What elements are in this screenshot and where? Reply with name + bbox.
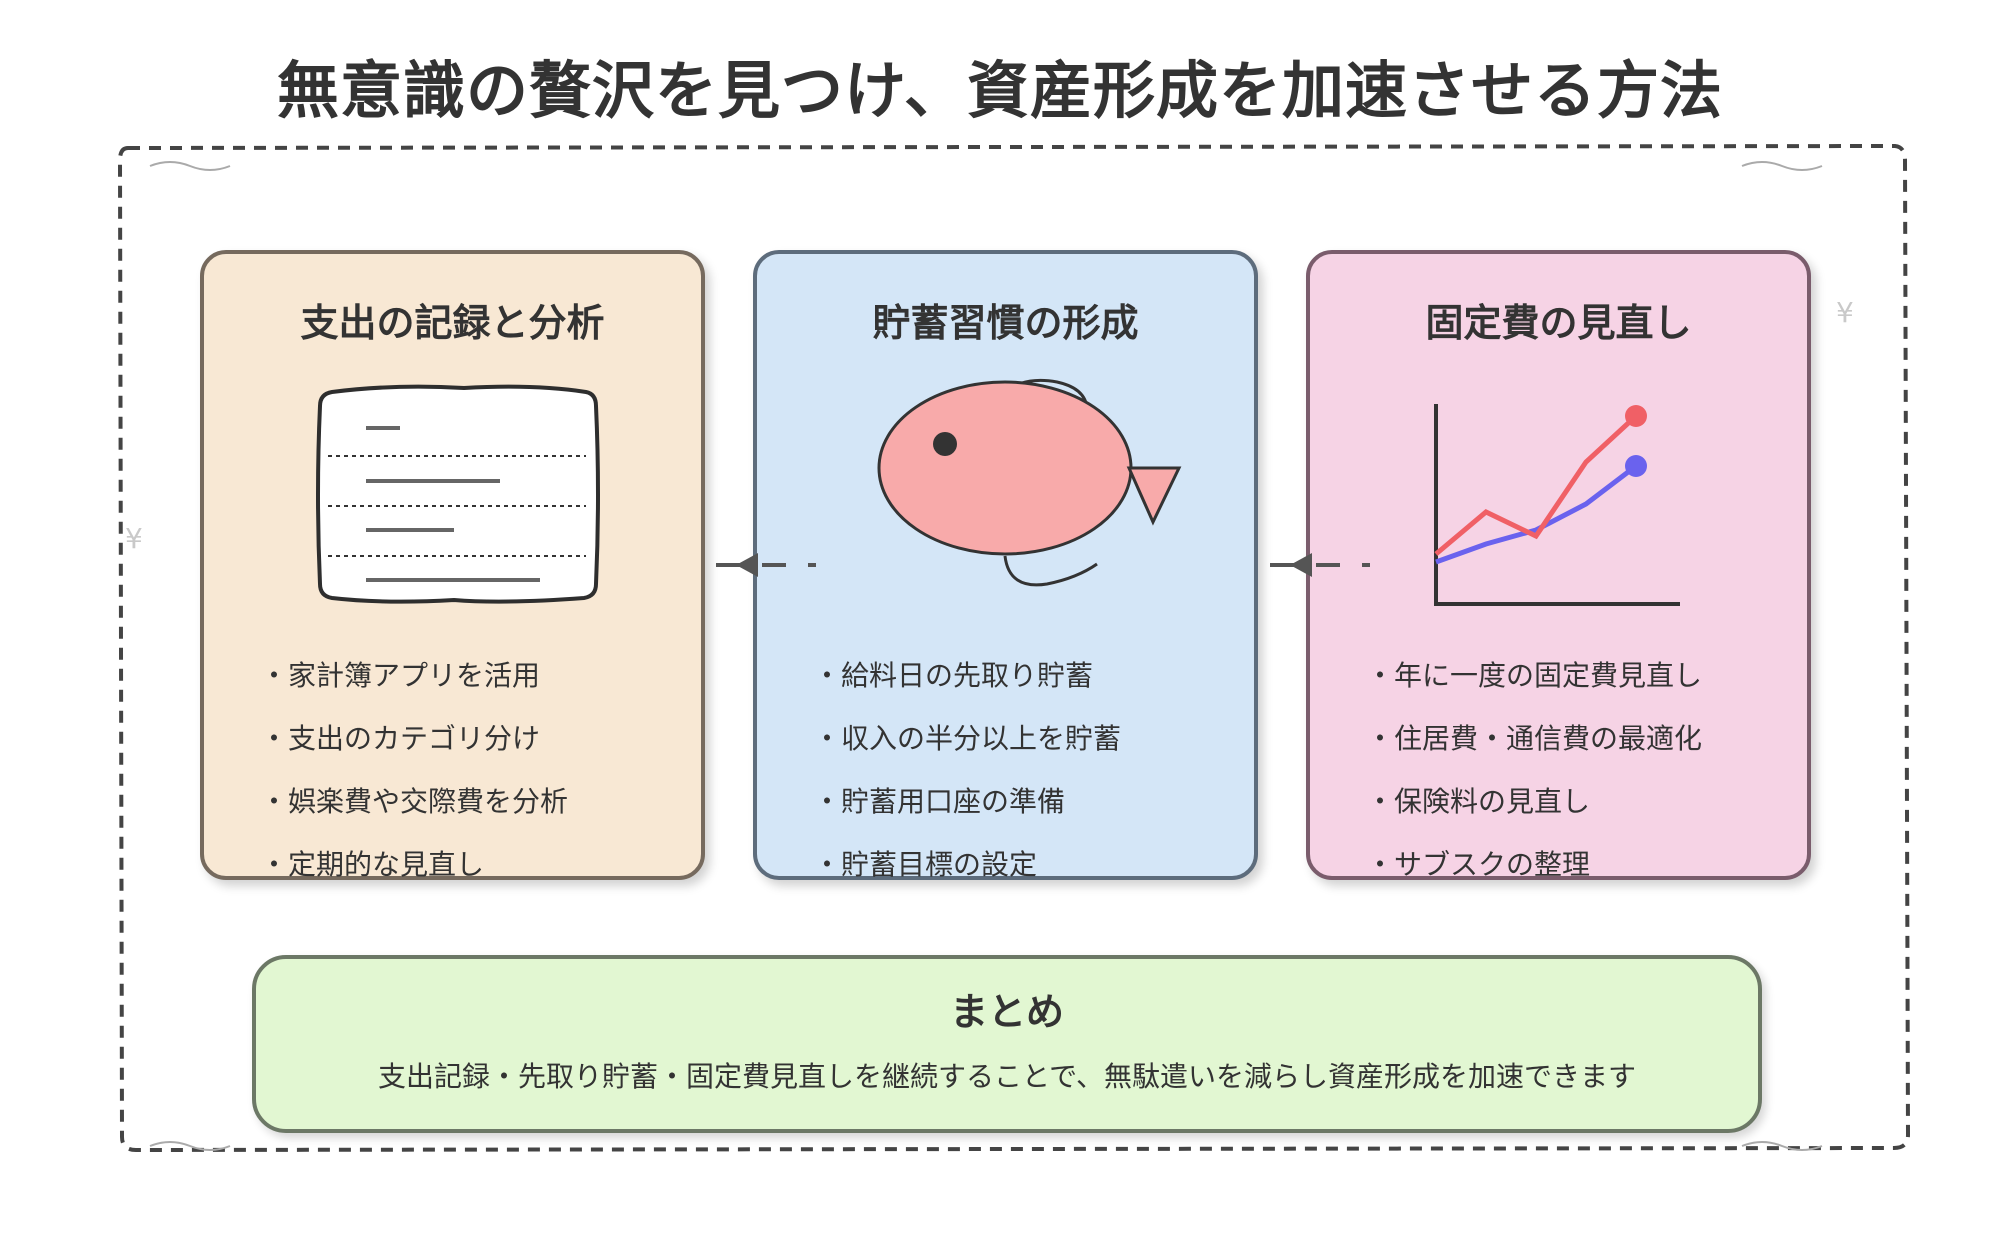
list-item: 娯楽費や交際費を分析 <box>260 770 568 833</box>
arrow-connector <box>1270 553 1370 577</box>
card-title: 支出の記録と分析 <box>300 301 605 345</box>
card-title: 貯蓄習慣の形成 <box>872 301 1139 345</box>
card-saving-habit: 貯蓄習慣の形成 給料日の先取り貯蓄 収入の半分以上を貯蓄 貯蓄用口座の準備 貯蓄… <box>753 250 1258 881</box>
corner-squiggle <box>1741 1141 1823 1151</box>
summary-text: 支出記録・先取り貯蓄・固定費見直しを継続することで、無駄遣いを減らし資産形成を加… <box>377 1060 1637 1093</box>
list-item: 保険料の見直し <box>1366 770 1702 833</box>
card-list: 給料日の先取り貯蓄 収入の半分以上を貯蓄 貯蓄用口座の準備 貯蓄目標の設定 <box>813 644 1121 896</box>
yen-decor-icon: ¥ <box>1836 296 1854 329</box>
card-list: 年に一度の固定費見直し 住居費・通信費の最適化 保険料の見直し サブスクの整理 <box>1366 644 1702 896</box>
arrow-left-icon <box>736 553 758 577</box>
page-title: 無意識の贅沢を見つけ、資産形成を加速させる方法 <box>277 54 1723 127</box>
list-item: サブスクの整理 <box>1366 833 1702 896</box>
list-item: 家計簿アプリを活用 <box>260 644 568 707</box>
list-item: 支出のカテゴリ分け <box>260 707 568 770</box>
list-item: 貯蓄目標の設定 <box>813 833 1121 896</box>
card-expense-tracking: 支出の記録と分析 家計簿アプリを活用 支出のカテゴリ分け 娯楽費や交際費を分析 … <box>200 250 705 881</box>
arrow-connector <box>716 553 816 577</box>
corner-squiggle <box>149 1141 231 1151</box>
list-item: 貯蓄用口座の準備 <box>813 770 1121 833</box>
list-item: 年に一度の固定費見直し <box>1366 644 1702 707</box>
corner-squiggle <box>1741 161 1823 171</box>
yen-decor-icon: ¥ <box>125 522 143 555</box>
card-fixed-cost-review: 固定費の見直し 年に一度の固定費見直し 住居費・通信費の最適化 保険料の見直し … <box>1306 250 1811 881</box>
summary-box: まとめ 支出記録・先取り貯蓄・固定費見直しを継続することで、無駄遣いを減らし資産… <box>252 955 1762 1133</box>
card-title: 固定費の見直し <box>1425 301 1692 345</box>
arrow-left-icon <box>1290 553 1312 577</box>
ledger-document-icon <box>316 384 600 604</box>
corner-squiggle <box>149 161 231 171</box>
summary-title: まとめ <box>949 990 1064 1034</box>
list-item: 住居費・通信費の最適化 <box>1366 707 1702 770</box>
list-item: 収入の半分以上を貯蓄 <box>813 707 1121 770</box>
line-chart-icon <box>1434 404 1680 606</box>
list-item: 給料日の先取り貯蓄 <box>813 644 1121 707</box>
list-item: 定期的な見直し <box>260 833 568 896</box>
piggy-bank-icon <box>877 378 1182 587</box>
card-list: 家計簿アプリを活用 支出のカテゴリ分け 娯楽費や交際費を分析 定期的な見直し <box>260 644 568 896</box>
